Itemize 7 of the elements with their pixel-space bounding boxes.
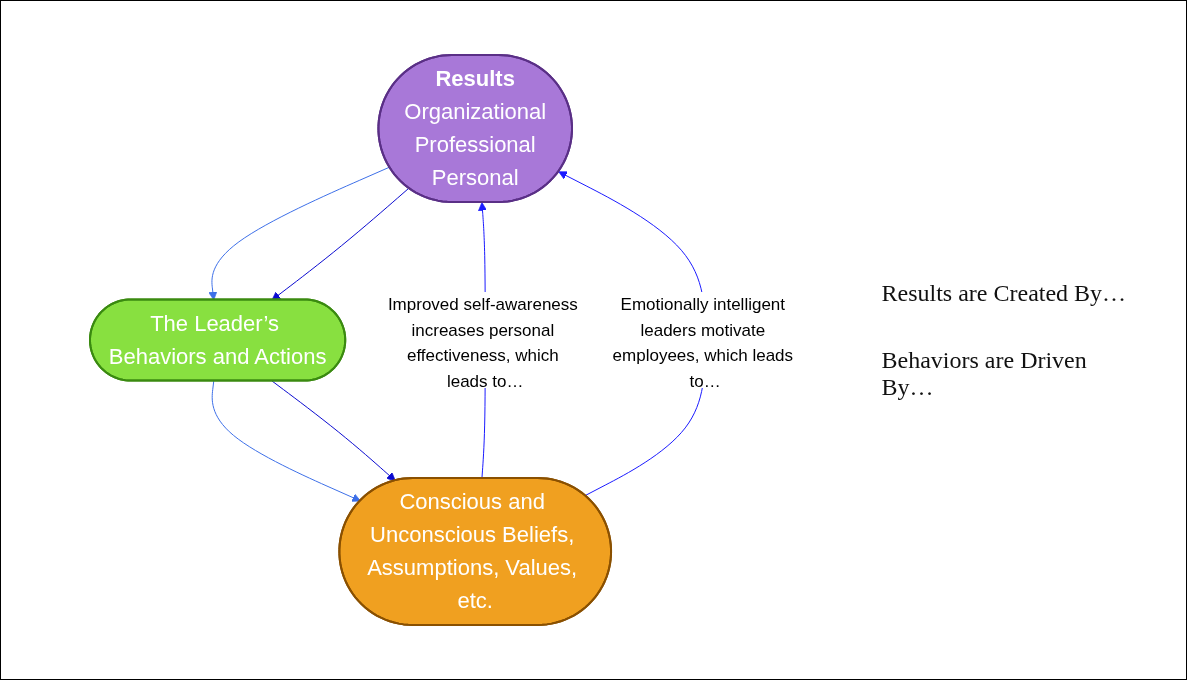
note-text: Behaviors are Driven By…: [881, 346, 1088, 401]
arrow: [212, 380, 362, 502]
note-text: Results are Created By…: [881, 279, 1128, 307]
edge-label: Emotionally intelligent leaders motivate employees, which leads to…: [612, 294, 794, 390]
arrow: [271, 380, 396, 482]
arrow: [271, 187, 410, 301]
edge-label: Improved self-awareness increases personal effectiveness, which leads to…: [388, 294, 579, 390]
